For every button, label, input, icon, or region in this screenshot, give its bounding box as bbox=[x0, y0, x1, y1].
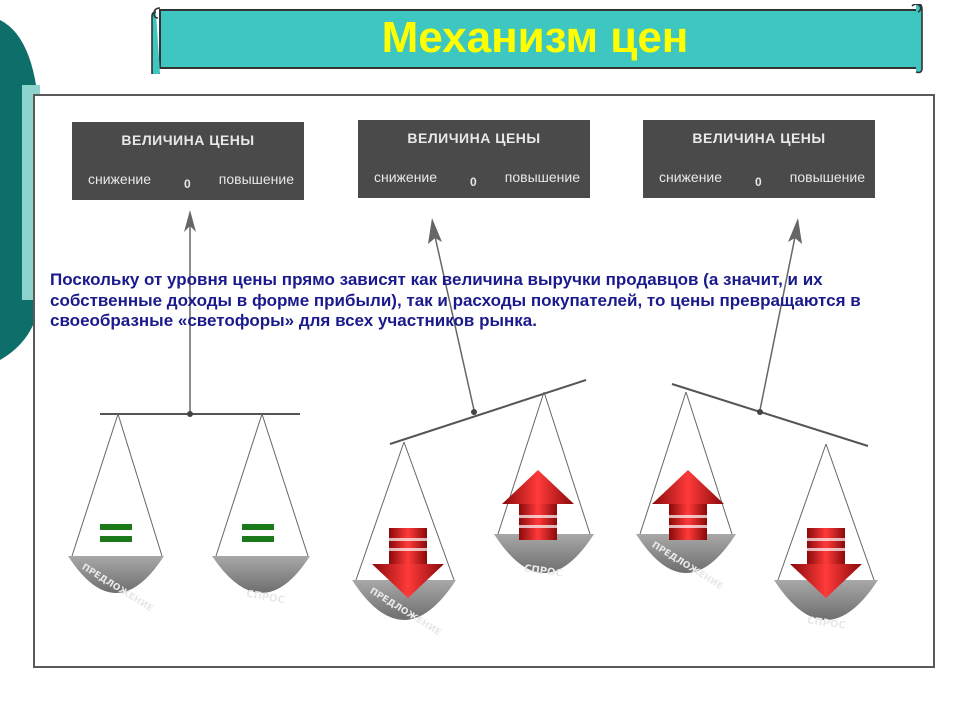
down-arrow-icon bbox=[372, 528, 444, 598]
pan-demand bbox=[494, 534, 594, 573]
pointer-arrow-icon bbox=[428, 218, 442, 244]
equals-sign-icon bbox=[100, 522, 132, 544]
pan-demand-label: СПРОС bbox=[806, 615, 846, 631]
pan-demand-label: СПРОС bbox=[245, 589, 285, 607]
beam bbox=[671, 383, 869, 447]
pan-demand bbox=[774, 580, 878, 620]
price-zero-label: 0 bbox=[184, 177, 191, 191]
price-decrease-label: снижение bbox=[374, 169, 438, 185]
price-increase-label: повышение bbox=[218, 171, 294, 187]
up-arrow-icon bbox=[502, 470, 574, 540]
pointer-needle bbox=[433, 231, 475, 411]
up-arrow-icon bbox=[652, 470, 724, 540]
price-decrease-label: снижение bbox=[88, 171, 152, 187]
equals-sign-icon bbox=[242, 522, 274, 544]
beam bbox=[389, 379, 587, 445]
pan-demand bbox=[212, 556, 310, 593]
price-indicator-3: ВЕЛИЧИНА ЦЕНЫ снижение 0 повышение bbox=[643, 120, 875, 198]
pointer-arrow-icon bbox=[184, 210, 196, 232]
pan-supply bbox=[636, 534, 736, 573]
down-arrow-icon bbox=[790, 528, 862, 598]
price-zero-label: 0 bbox=[470, 175, 477, 189]
slide-title: Механизм цен bbox=[381, 13, 689, 62]
pointer-arrow-icon bbox=[788, 218, 802, 244]
price-increase-label: повышение bbox=[504, 169, 580, 185]
pan-demand-label: СПРОС bbox=[523, 563, 563, 579]
title-banner bbox=[151, 4, 923, 74]
price-decrease-label: снижение bbox=[659, 169, 723, 185]
price-increase-label: повышение bbox=[789, 169, 865, 185]
price-indicator-2: ВЕЛИЧИНА ЦЕНЫ снижение 0 повышение bbox=[358, 120, 590, 198]
price-indicator-title: ВЕЛИЧИНА ЦЕНЫ bbox=[407, 130, 541, 146]
pan-supply bbox=[68, 556, 164, 593]
pan-supply bbox=[352, 580, 456, 620]
price-zero-label: 0 bbox=[755, 175, 762, 189]
price-indicator-1: ВЕЛИЧИНА ЦЕНЫ снижение 0 повышение bbox=[72, 122, 304, 200]
price-indicator-title: ВЕЛИЧИНА ЦЕНЫ bbox=[692, 130, 826, 146]
pointer-needle bbox=[759, 231, 797, 411]
price-indicator-title: ВЕЛИЧИНА ЦЕНЫ bbox=[121, 132, 255, 148]
slide-description: Поскольку от уровня цены прямо зависят к… bbox=[50, 270, 861, 330]
